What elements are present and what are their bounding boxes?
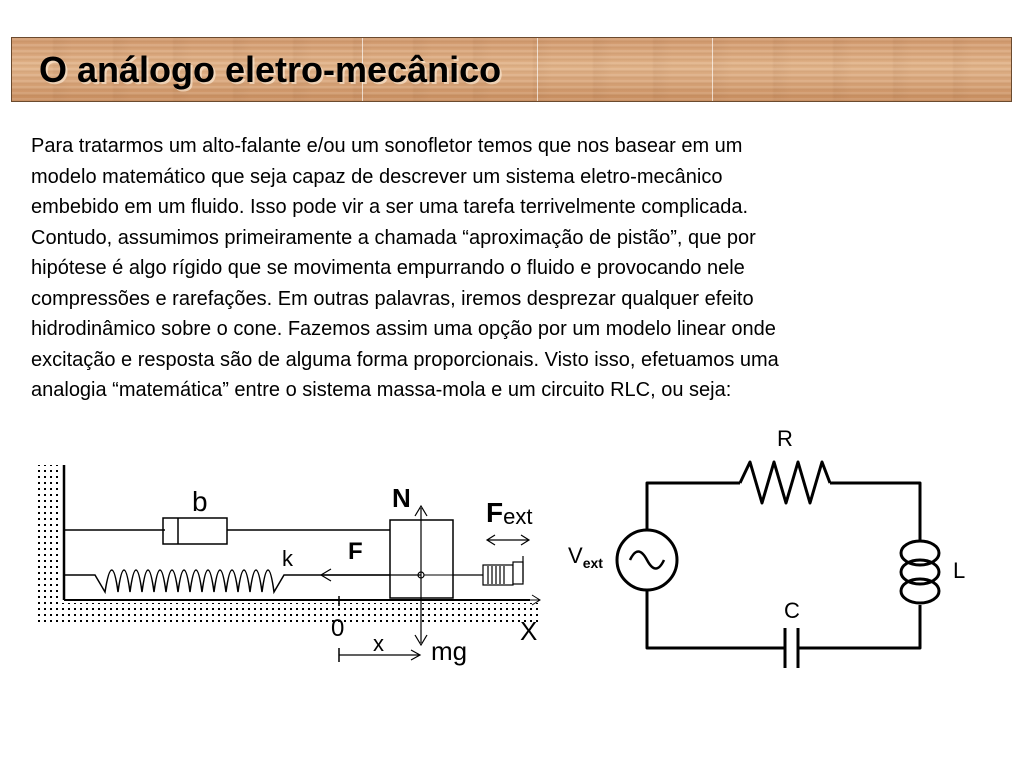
inductor xyxy=(899,539,941,605)
label-C: C xyxy=(784,598,800,623)
normal-force-arrowhead xyxy=(414,504,428,517)
spring xyxy=(64,569,390,595)
title-bar-seam xyxy=(537,38,538,101)
x-axis-arrowhead xyxy=(531,594,541,606)
label-vext: Vext xyxy=(568,543,603,571)
title-bar: O análogo eletro-mecânico xyxy=(11,37,1012,102)
displacement-arrowhead xyxy=(410,649,422,661)
sine-symbol xyxy=(628,550,666,570)
external-actuator xyxy=(453,556,524,586)
wire-right-bottom xyxy=(798,605,922,650)
label-b: b xyxy=(192,486,208,517)
wall-hatch xyxy=(38,465,62,625)
title-bar-seam xyxy=(712,38,713,101)
label-fext: Fext xyxy=(486,497,532,529)
slide-paragraph: Para tratarmos um alto-falante e/ou um s… xyxy=(31,135,779,401)
fext-double-arrow xyxy=(485,534,531,546)
label-mg: mg xyxy=(431,636,467,666)
label-x: x xyxy=(373,631,384,656)
weight-arrowhead xyxy=(414,634,428,647)
voltage-source xyxy=(615,528,679,592)
label-N: N xyxy=(392,483,411,513)
title-bar-seam xyxy=(362,38,363,101)
label-k: k xyxy=(282,546,294,571)
label-F: F xyxy=(348,538,363,565)
label-L: L xyxy=(953,558,965,583)
resistor xyxy=(738,460,832,505)
label-X: X xyxy=(520,616,537,646)
wire-top-right xyxy=(830,481,922,540)
damper xyxy=(64,517,390,545)
label-origin: 0 xyxy=(331,615,344,642)
wire-bottom-left xyxy=(645,590,785,650)
slide-title: O análogo eletro-mecânico xyxy=(39,49,502,90)
label-R: R xyxy=(777,426,793,451)
wire-top-left xyxy=(645,481,740,530)
spring-force-arrowhead xyxy=(319,568,332,582)
